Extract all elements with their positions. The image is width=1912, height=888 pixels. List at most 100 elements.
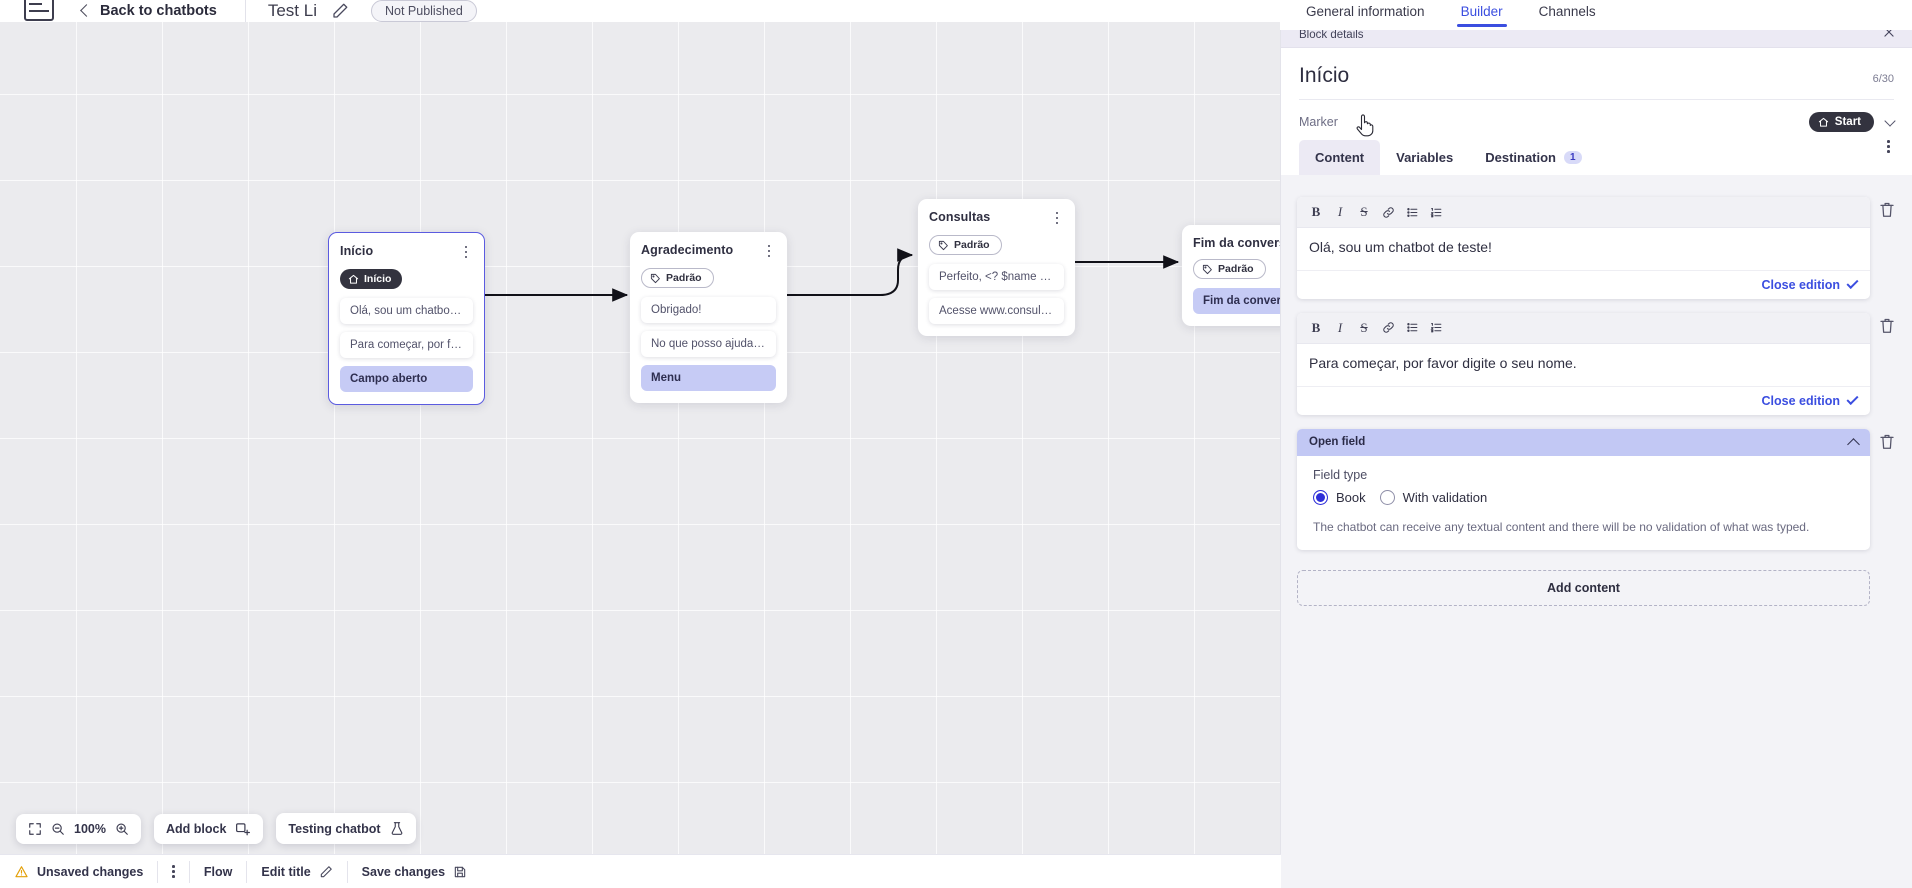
edit-title-label: Edit title bbox=[261, 864, 311, 879]
node-header: Fim da conversa bbox=[1193, 236, 1281, 250]
flow-node-inicio[interactable]: Início Início Olá, sou um chatbot de tes… bbox=[328, 232, 485, 405]
panel-tab-variables[interactable]: Variables bbox=[1380, 140, 1469, 175]
editor-text-value[interactable]: Para começar, por favor digite o seu nom… bbox=[1309, 354, 1577, 371]
zoom-in-icon[interactable] bbox=[115, 822, 129, 836]
node-message[interactable]: Perfeito, <? $name ?>! bbox=[929, 263, 1064, 290]
add-block-label: Add block bbox=[165, 821, 227, 836]
add-block-button[interactable]: Add block bbox=[153, 813, 264, 844]
add-block-icon bbox=[235, 822, 251, 836]
node-marker-badge: Padrão bbox=[1193, 259, 1266, 279]
bold-icon[interactable]: B bbox=[1311, 319, 1321, 335]
panel-tab-content-label: Content bbox=[1315, 150, 1365, 165]
node-message[interactable]: Menu bbox=[641, 364, 776, 391]
node-options-button[interactable] bbox=[459, 244, 473, 260]
node-message[interactable]: Obrigado! bbox=[641, 296, 776, 323]
editor-toolbar: B I S bbox=[1297, 197, 1870, 228]
editor-text-value[interactable]: Olá, sou um chatbot de teste! bbox=[1309, 239, 1492, 255]
home-icon bbox=[348, 274, 359, 284]
testing-chatbot-button[interactable]: Testing chatbot bbox=[276, 813, 416, 844]
node-message[interactable]: Olá, sou um chatbot de teste! bbox=[340, 297, 473, 324]
panel-content: B I S bbox=[1281, 175, 1912, 888]
numbered-list-icon[interactable] bbox=[1425, 318, 1447, 338]
link-icon[interactable] bbox=[1377, 202, 1399, 222]
node-message[interactable]: Campo aberto bbox=[340, 365, 473, 392]
flow-node-fim-da-conversa[interactable]: Fim da conversa Padrão Fim da conversa bbox=[1182, 225, 1281, 326]
numbered-list-icon[interactable] bbox=[1425, 202, 1447, 222]
close-edition-button[interactable]: Close edition bbox=[1762, 393, 1859, 408]
flask-icon bbox=[390, 821, 404, 836]
canvas-controls: 100% Add block Testing chatbot bbox=[16, 813, 416, 844]
marker-value-badge[interactable]: Start bbox=[1808, 112, 1874, 132]
node-title: Consultas bbox=[929, 210, 991, 224]
panel-body: Início 6/30 Marker Start Conten bbox=[1281, 48, 1912, 175]
strikethrough-icon[interactable]: S bbox=[1360, 319, 1368, 335]
flow-button[interactable]: Flow bbox=[204, 865, 232, 879]
editor-footer: Close edition bbox=[1297, 269, 1870, 299]
flow-canvas[interactable]: Início Início Olá, sou um chatbot de tes… bbox=[0, 22, 1281, 888]
tab-general-information[interactable]: General information bbox=[1306, 3, 1425, 19]
node-message[interactable]: Acesse www.consultas.com par... bbox=[929, 297, 1064, 324]
pencil-icon[interactable] bbox=[331, 2, 349, 20]
node-options-button[interactable] bbox=[762, 243, 776, 259]
trash-icon[interactable] bbox=[1878, 316, 1898, 338]
trash-icon[interactable] bbox=[1878, 200, 1898, 222]
node-marker-label: Padrão bbox=[954, 239, 990, 251]
app-logo-icon[interactable] bbox=[24, 0, 54, 21]
home-icon bbox=[1818, 117, 1828, 127]
node-title: Fim da conversa bbox=[1193, 236, 1281, 250]
panel-more-options-icon[interactable] bbox=[1887, 140, 1894, 175]
node-marker-label: Padrão bbox=[1218, 263, 1254, 275]
bold-icon[interactable]: B bbox=[1311, 204, 1321, 219]
radio-book-input[interactable] bbox=[1313, 489, 1328, 505]
field-type-label: Field type bbox=[1313, 467, 1368, 482]
node-header: Agradecimento bbox=[641, 243, 776, 259]
tab-builder[interactable]: Builder bbox=[1456, 4, 1507, 27]
bullet-list-icon[interactable] bbox=[1401, 318, 1423, 338]
save-icon bbox=[454, 866, 466, 877]
radio-option-with-validation[interactable]: With validation bbox=[1379, 489, 1487, 505]
node-message[interactable]: Para começar, por favor digite o ... bbox=[340, 331, 473, 358]
publish-status-badge: Not Published bbox=[370, 0, 477, 22]
content-block-text-2: B I S bbox=[1297, 312, 1898, 415]
trash-icon[interactable] bbox=[1878, 432, 1898, 454]
radio-option-book[interactable]: Book bbox=[1313, 489, 1366, 505]
node-message[interactable]: Fim da conversa bbox=[1193, 287, 1281, 314]
marker-label: Marker bbox=[1299, 115, 1338, 129]
open-field-title: Open field bbox=[1309, 436, 1366, 449]
chevron-left-icon bbox=[80, 4, 93, 17]
add-content-button[interactable]: Add content bbox=[1297, 569, 1870, 606]
italic-icon[interactable]: I bbox=[1337, 204, 1343, 219]
node-message[interactable]: No que posso ajudar, <? $name ... bbox=[641, 330, 776, 357]
zoom-out-icon[interactable] bbox=[51, 822, 65, 836]
tab-channels[interactable]: Channels bbox=[1538, 3, 1596, 19]
close-edition-button[interactable]: Close edition bbox=[1762, 277, 1859, 292]
italic-icon[interactable]: I bbox=[1337, 319, 1343, 335]
fit-screen-icon[interactable] bbox=[28, 822, 42, 836]
tag-icon bbox=[1202, 264, 1212, 274]
edit-title-button[interactable]: Edit title bbox=[261, 865, 332, 879]
save-changes-button[interactable]: Save changes bbox=[362, 865, 467, 879]
char-counter: 6/30 bbox=[1872, 73, 1894, 85]
flow-node-agradecimento[interactable]: Agradecimento Padrão Obrigado! No que po… bbox=[630, 232, 787, 403]
panel-tab-content[interactable]: Content bbox=[1299, 140, 1381, 175]
chevron-down-icon[interactable] bbox=[1884, 114, 1896, 127]
strikethrough-icon[interactable]: S bbox=[1360, 204, 1368, 219]
rich-text-editor[interactable]: B I S bbox=[1297, 197, 1870, 299]
rich-text-editor[interactable]: B I S bbox=[1297, 312, 1870, 415]
back-to-chatbots-label: Back to chatbots bbox=[100, 3, 217, 19]
bottombar-divider bbox=[246, 860, 248, 883]
panel-tab-destination[interactable]: Destination 1 bbox=[1469, 140, 1597, 175]
chevron-up-icon[interactable] bbox=[1847, 438, 1860, 451]
bullet-list-icon[interactable] bbox=[1401, 202, 1423, 222]
node-options-button[interactable] bbox=[1050, 210, 1064, 226]
bottom-status-bar: Unsaved changes Flow Edit title Save cha… bbox=[0, 854, 1281, 888]
pencil-icon bbox=[320, 865, 332, 877]
more-options-icon[interactable] bbox=[172, 865, 175, 878]
open-field-header[interactable]: Open field bbox=[1297, 428, 1870, 456]
zoom-level-label: 100% bbox=[74, 821, 106, 836]
back-to-chatbots-button[interactable]: Back to chatbots bbox=[80, 3, 217, 19]
radio-with-validation-input[interactable] bbox=[1379, 489, 1395, 505]
link-icon[interactable] bbox=[1377, 318, 1399, 338]
flow-node-consultas[interactable]: Consultas Padrão Perfeito, <? $name ?>! … bbox=[918, 199, 1075, 336]
topbar-divider bbox=[244, 0, 246, 22]
